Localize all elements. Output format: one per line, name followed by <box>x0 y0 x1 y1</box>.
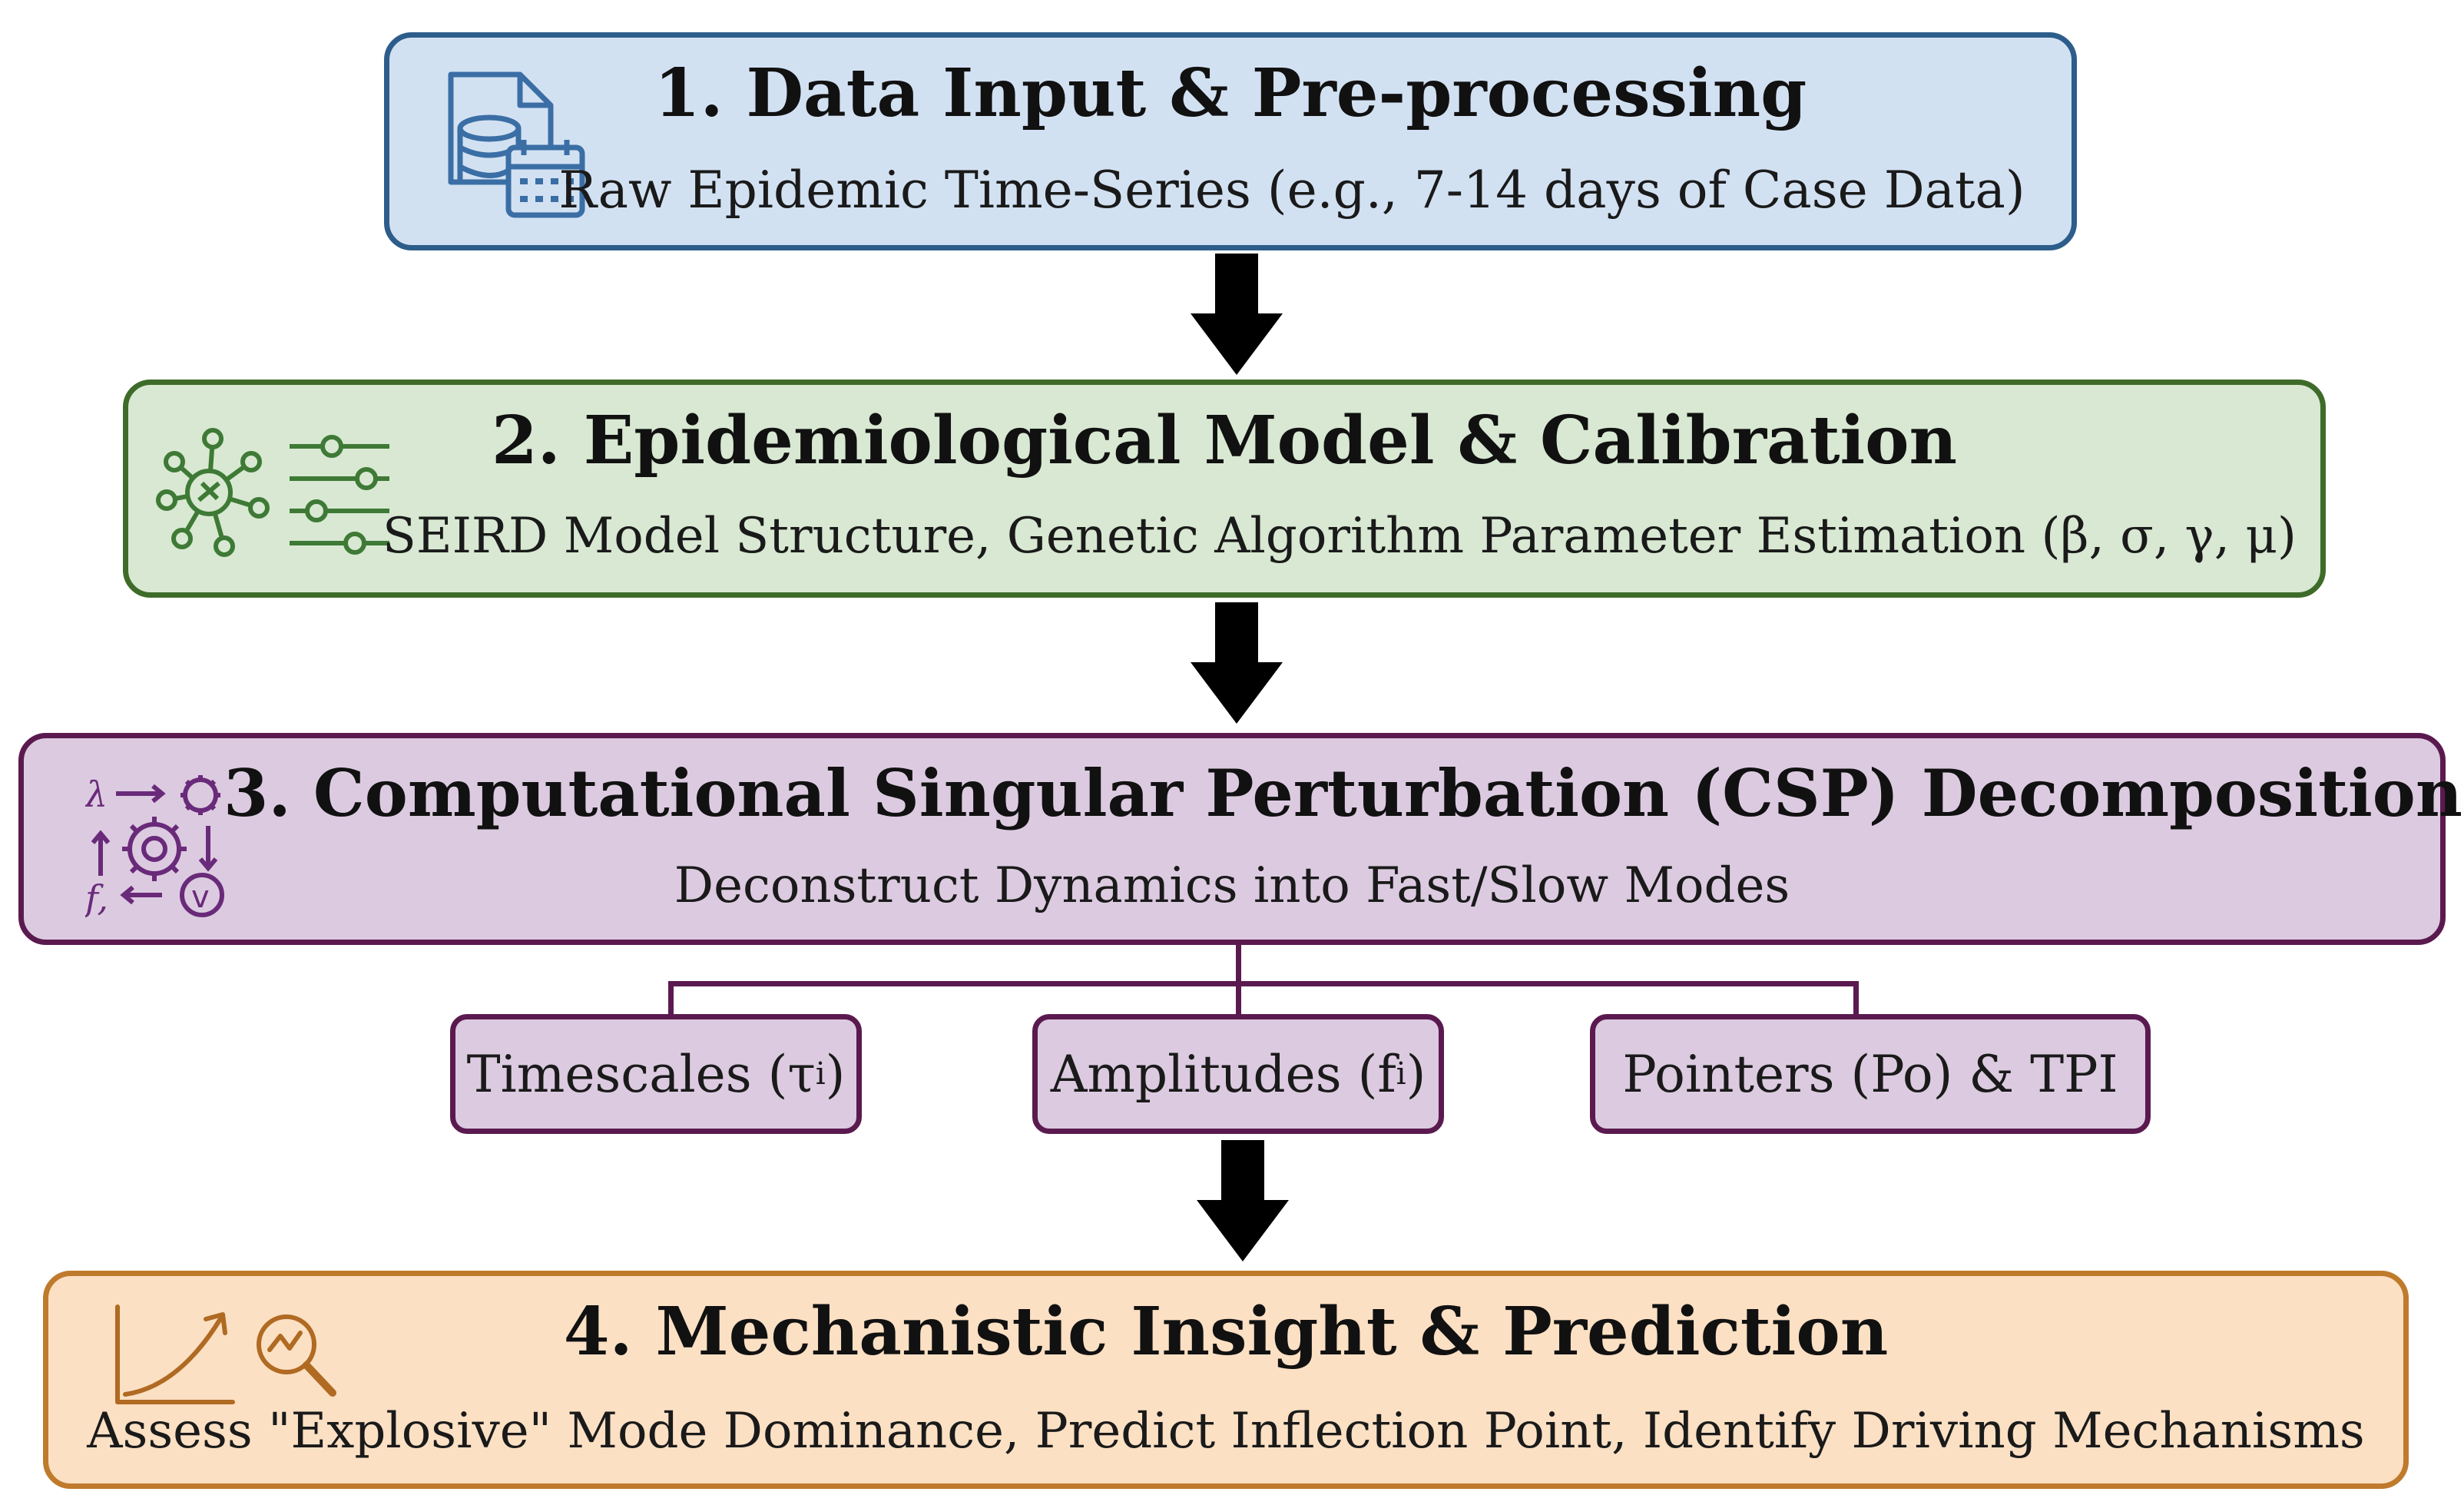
flow-arrow-3 <box>1197 1140 1289 1261</box>
svg-text:v: v <box>191 880 210 915</box>
stage-4-title: 4. Mechanistic Insight & Prediction <box>563 1293 1889 1371</box>
stage-4-subtitle: Assess "Explosive" Mode Dominance, Predi… <box>87 1403 2365 1460</box>
stage-1-title: 1. Data Input & Pre-processing <box>654 55 1807 132</box>
connector-horizontal <box>668 981 1859 986</box>
stage-2-title: 2. Epidemiological Model & Calibration <box>491 402 1958 479</box>
stage-2-box: 2. Epidemiological Model & Calibration S… <box>123 380 2326 598</box>
timescales-close: ) <box>825 1044 846 1104</box>
stage-3-subtitle: Deconstruct Dynamics into Fast/Slow Mode… <box>674 857 1790 914</box>
flow-arrow-1 <box>1191 254 1283 375</box>
database-calendar-icon <box>448 71 585 218</box>
stage-3-title: 3. Computational Singular Perturbation (… <box>224 755 2462 831</box>
amplitudes-label: Amplitudes (f <box>1050 1044 1396 1104</box>
amplitudes-superscript: i <box>1396 1056 1406 1092</box>
stage-1-box: 1. Data Input & Pre-processing Raw Epide… <box>384 32 2077 250</box>
stage-3-box: λ f, v 3. Computational Singular Perturb… <box>18 733 2462 945</box>
flow-arrow-2 <box>1191 602 1283 724</box>
stage-1-subtitle: Raw Epidemic Time-Series (e.g., 7-14 day… <box>558 161 2025 220</box>
network-sliders-icon <box>156 428 389 557</box>
csp-output-pointers: Pointers (Po) & TPI <box>1590 1014 2151 1134</box>
timescales-subscript: i <box>815 1056 826 1092</box>
timescales-label: Timescales (τ <box>466 1044 816 1104</box>
connector-left-drop <box>668 981 674 1018</box>
svg-text:λ: λ <box>85 774 108 815</box>
amplitudes-close: ) <box>1406 1044 1426 1104</box>
growth-chart-magnifier-icon <box>115 1304 336 1404</box>
pointers-label: Pointers (Po) & TPI <box>1622 1044 2118 1104</box>
stage-4-box: 4. Mechanistic Insight & Prediction Asse… <box>43 1271 2409 1489</box>
gears-math-icon: λ f, v <box>85 774 224 918</box>
stage-2-subtitle: SEIRD Model Structure, Genetic Algorithm… <box>383 508 2297 565</box>
svg-text:f,: f, <box>85 877 108 918</box>
connector-right-drop <box>1853 981 1859 1018</box>
